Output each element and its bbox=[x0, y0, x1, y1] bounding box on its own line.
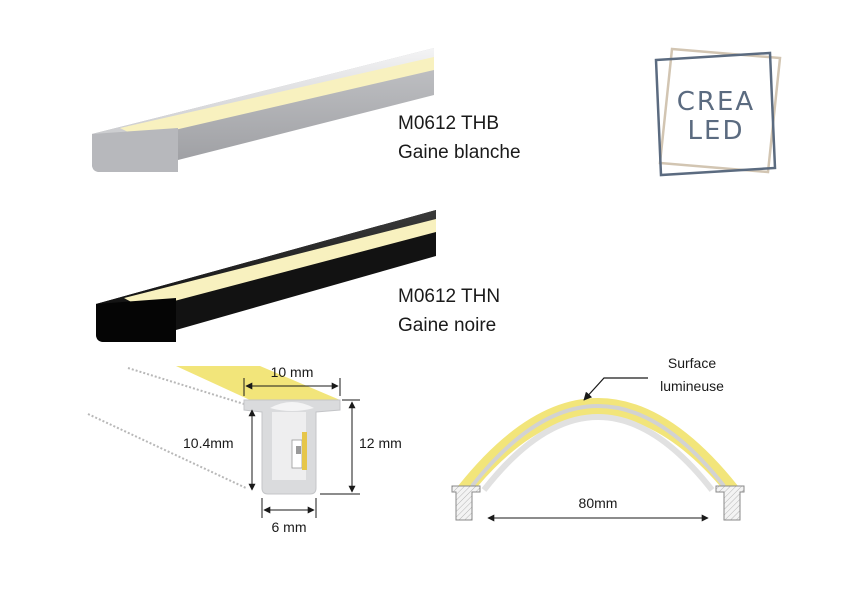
arc-end-cap-left bbox=[451, 485, 481, 521]
arc-led-surface bbox=[458, 398, 738, 486]
cross-section-diffuser bbox=[270, 402, 314, 411]
black-profile-led-strip bbox=[124, 219, 436, 309]
crea-led-logo: CREA LED bbox=[654, 47, 782, 177]
arc-end-cap-right bbox=[715, 485, 745, 521]
cross-section-drawing: 10 mm 10.4mm 12 mm 6 mm bbox=[87, 364, 402, 535]
logo-text-crea: CREA bbox=[677, 87, 755, 117]
product-code-white: M0612 THB bbox=[398, 113, 499, 134]
cross-section-led-chip bbox=[302, 432, 307, 470]
logo-text-led: LED bbox=[688, 116, 745, 146]
surface-label-line1: Surface bbox=[668, 355, 716, 371]
dim-height-inner: 10.4mm bbox=[183, 435, 234, 451]
arc-inner-edge bbox=[470, 404, 726, 488]
logo-frame-blue bbox=[654, 51, 777, 177]
dim-width-bottom: 6 mm bbox=[272, 519, 307, 535]
black-profile-illustration bbox=[96, 210, 436, 342]
black-profile-end-cap bbox=[96, 298, 176, 342]
white-profile-led-strip bbox=[120, 57, 434, 138]
dim-width-top: 10 mm bbox=[271, 364, 314, 380]
white-profile-illustration bbox=[92, 48, 434, 172]
perspective-line-top bbox=[127, 367, 245, 405]
cross-section-led-surface bbox=[176, 366, 340, 400]
dim-height-total: 12 mm bbox=[359, 435, 402, 451]
surface-label-line2: lumineuse bbox=[660, 378, 724, 394]
surface-callout-arrow bbox=[583, 377, 648, 401]
product-description-black: Gaine noire bbox=[398, 315, 496, 336]
product-code-black: M0612 THN bbox=[398, 286, 500, 307]
arc-span-label: 80mm bbox=[579, 495, 618, 511]
arc-profile-body bbox=[481, 414, 715, 492]
perspective-line-bottom bbox=[87, 413, 247, 489]
white-profile-end-cap bbox=[92, 128, 178, 172]
arc-drawing: 80mm Surface lumineuse bbox=[451, 355, 745, 522]
product-description-white: Gaine blanche bbox=[398, 142, 521, 163]
cross-section-component bbox=[296, 446, 301, 454]
